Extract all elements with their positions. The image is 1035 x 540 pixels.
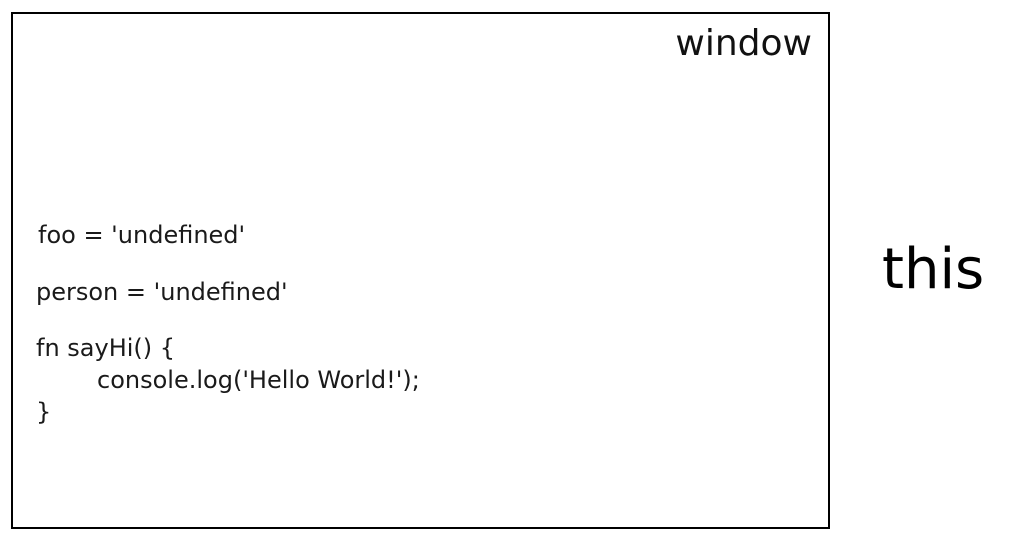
function-signature: fn sayHi() { xyxy=(36,334,176,362)
window-title: window xyxy=(675,23,812,64)
foo-declaration: foo = 'undefined' xyxy=(38,221,246,249)
function-body: console.log('Hello World!'); xyxy=(36,366,420,394)
person-declaration: person = 'undefined' xyxy=(36,278,288,306)
this-label: this xyxy=(882,237,985,302)
function-close-brace: } xyxy=(36,398,52,426)
window-box: window foo = 'undefined' person = 'undef… xyxy=(11,12,830,529)
